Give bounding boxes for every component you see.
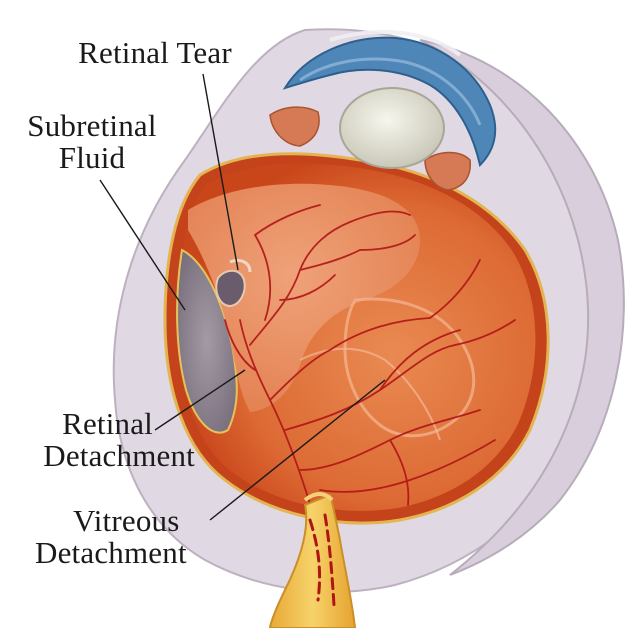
label-retinal-tear-text: Retinal Tear xyxy=(55,37,255,69)
label-vitreous-detachment-line1: Vitreous xyxy=(35,505,265,537)
retinal-tear-hole xyxy=(216,271,244,306)
label-retinal-detachment-line2: Detachment xyxy=(0,440,195,472)
label-vitreous-detachment: Vitreous Detachment xyxy=(35,505,265,569)
label-vitreous-detachment-line2: Detachment xyxy=(35,537,265,569)
label-retinal-tear: Retinal Tear xyxy=(55,37,255,69)
label-subretinal-fluid-line2: Fluid xyxy=(2,142,182,174)
label-retinal-detachment-line1: Retinal xyxy=(0,408,195,440)
label-subretinal-fluid-line1: Subretinal xyxy=(2,110,182,142)
lens xyxy=(340,88,444,168)
label-retinal-detachment: Retinal Detachment xyxy=(0,408,195,472)
label-subretinal-fluid: Subretinal Fluid xyxy=(2,110,182,174)
